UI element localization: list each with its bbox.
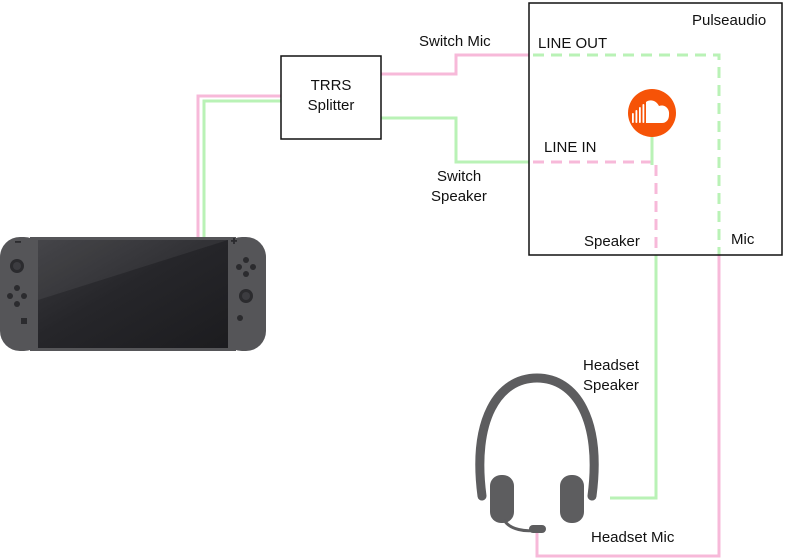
- headset-speaker-label-line2: Speaker: [583, 377, 639, 394]
- mic-label: Mic: [731, 231, 755, 248]
- headset-mic-wire: [535, 255, 721, 558]
- headset-speaker-label-line1: Headset: [583, 357, 640, 374]
- pulseaudio-label: Pulseaudio: [692, 12, 766, 29]
- pulseaudio-frame: [528, 2, 783, 256]
- console-mic-wire: [196, 94, 281, 238]
- console-speaker-wire: [202, 99, 281, 238]
- headset-mic-label: Headset Mic: [591, 529, 675, 546]
- switch-speaker-label-line2: Speaker: [431, 188, 487, 205]
- splitter-box: [280, 55, 382, 140]
- headset-mic-tip: [529, 525, 546, 533]
- switch-mic-label: Switch Mic: [419, 33, 491, 50]
- headset-speaker-wire: [610, 255, 658, 500]
- headset-right-ear: [560, 475, 584, 523]
- line-in-label: LINE IN: [544, 139, 597, 156]
- line-out-route: [533, 53, 721, 255]
- console-screen: [38, 240, 228, 348]
- wires: [196, 53, 721, 558]
- line-out-label: LINE OUT: [538, 35, 607, 52]
- switch-mic-wire: [381, 53, 529, 76]
- splitter-label-line1: TRRS: [311, 77, 352, 94]
- splitter-label-line2: Splitter: [308, 97, 355, 114]
- game-console-icon: [0, 237, 266, 351]
- trrs-splitter: TRRS Splitter: [280, 55, 382, 140]
- headset-left-ear: [490, 475, 514, 523]
- pulseaudio-box: [528, 2, 783, 256]
- switch-speaker-wire: [381, 116, 529, 164]
- headset-icon: [475, 373, 599, 533]
- line-in-route: [533, 160, 658, 255]
- soundcloud-icon: [628, 89, 676, 137]
- switch-speaker-label-line1: Switch: [437, 168, 481, 185]
- headset-band: [475, 373, 599, 501]
- speaker-label: Speaker: [584, 233, 640, 250]
